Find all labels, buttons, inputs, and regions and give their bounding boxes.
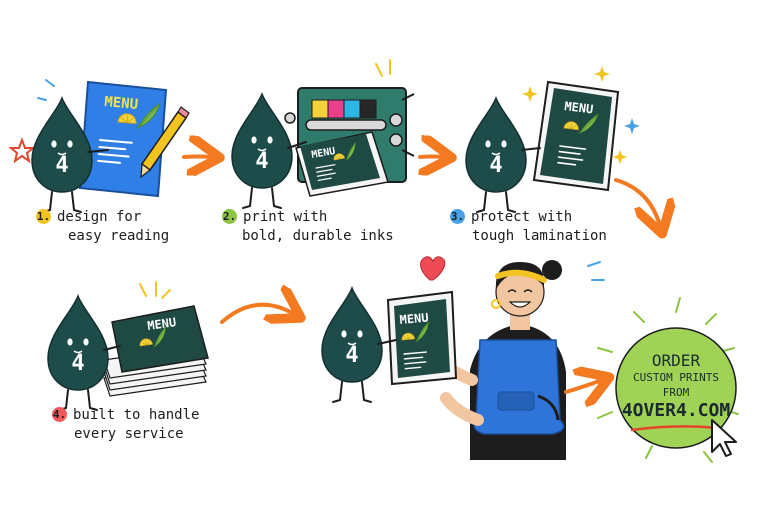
menu-stack: MENU xyxy=(103,305,209,397)
cta-url-link[interactable]: 4OVER4.COM xyxy=(621,400,731,421)
step-line2: every service xyxy=(74,426,184,442)
cta-line3: FROM xyxy=(662,386,690,399)
step1-illustration: MENU 4 xyxy=(8,79,190,213)
smiling-woman xyxy=(434,260,566,460)
star-icon xyxy=(8,137,36,164)
sparkle-icon xyxy=(613,150,627,164)
cta-badge xyxy=(597,297,739,463)
svg-text:4: 4 xyxy=(489,153,502,178)
menu-card-blue: MENU xyxy=(78,80,168,198)
svg-text:4: 4 xyxy=(55,153,68,178)
cursor-icon xyxy=(711,419,737,457)
svg-text:MENU: MENU xyxy=(104,94,139,113)
arrow-icon xyxy=(418,157,444,158)
svg-text:4: 4 xyxy=(71,351,84,376)
arrow-icon xyxy=(220,305,294,322)
step-line2: bold, durable inks xyxy=(242,228,394,244)
step-badge: 2. xyxy=(222,209,237,224)
sparkle-icon xyxy=(624,118,640,134)
svg-text:MENU: MENU xyxy=(311,146,337,161)
step-1-caption: 1. design for easy reading xyxy=(36,208,169,246)
step-line1: print with xyxy=(243,209,328,225)
printed-menu-sheet: MENU xyxy=(295,131,389,197)
svg-text:4: 4 xyxy=(345,343,358,368)
step-line1: built to handle xyxy=(73,407,200,423)
held-menu: MENU xyxy=(386,290,458,386)
laminated-menu: MENU xyxy=(532,80,620,192)
arrow-icon xyxy=(614,178,660,226)
heart-icon xyxy=(420,256,446,281)
step-badge: 1. xyxy=(36,209,51,224)
step4-illustration: MENU 4 xyxy=(47,281,209,411)
step-3-caption: 3. protect with tough lamination xyxy=(450,208,607,246)
pencil-icon xyxy=(140,106,190,179)
svg-text:MENU: MENU xyxy=(146,315,177,333)
svg-text:4: 4 xyxy=(255,149,268,174)
step2-illustration: MENU 4 xyxy=(231,59,415,209)
sparkle-icon xyxy=(522,86,538,102)
step-line1: protect with xyxy=(471,209,573,225)
step-badge: 3. xyxy=(450,209,465,224)
step-2-caption: 2. print with bold, durable inks xyxy=(222,208,394,246)
svg-text:MENU: MENU xyxy=(399,311,429,327)
step-4-caption: 4. built to handle every service xyxy=(52,406,199,444)
cta-line1: ORDER xyxy=(651,351,701,370)
step-line1: design for xyxy=(57,209,142,225)
svg-text:MENU: MENU xyxy=(564,99,594,116)
arrow-icon xyxy=(182,157,212,158)
step5-illustration: MENU 4 xyxy=(321,256,605,460)
arrow-icon xyxy=(564,380,602,392)
cta-text: ORDER CUSTOM PRINTS FROM 4OVER4.COM xyxy=(612,352,740,422)
sparkle-icon xyxy=(594,66,610,82)
step-badge: 4. xyxy=(52,407,67,422)
step-line2: tough lamination xyxy=(472,228,607,244)
step-line2: easy reading xyxy=(68,228,170,244)
cta-line2: CUSTOM PRINTS xyxy=(632,371,720,384)
step3-illustration: MENU 4 xyxy=(465,66,640,213)
